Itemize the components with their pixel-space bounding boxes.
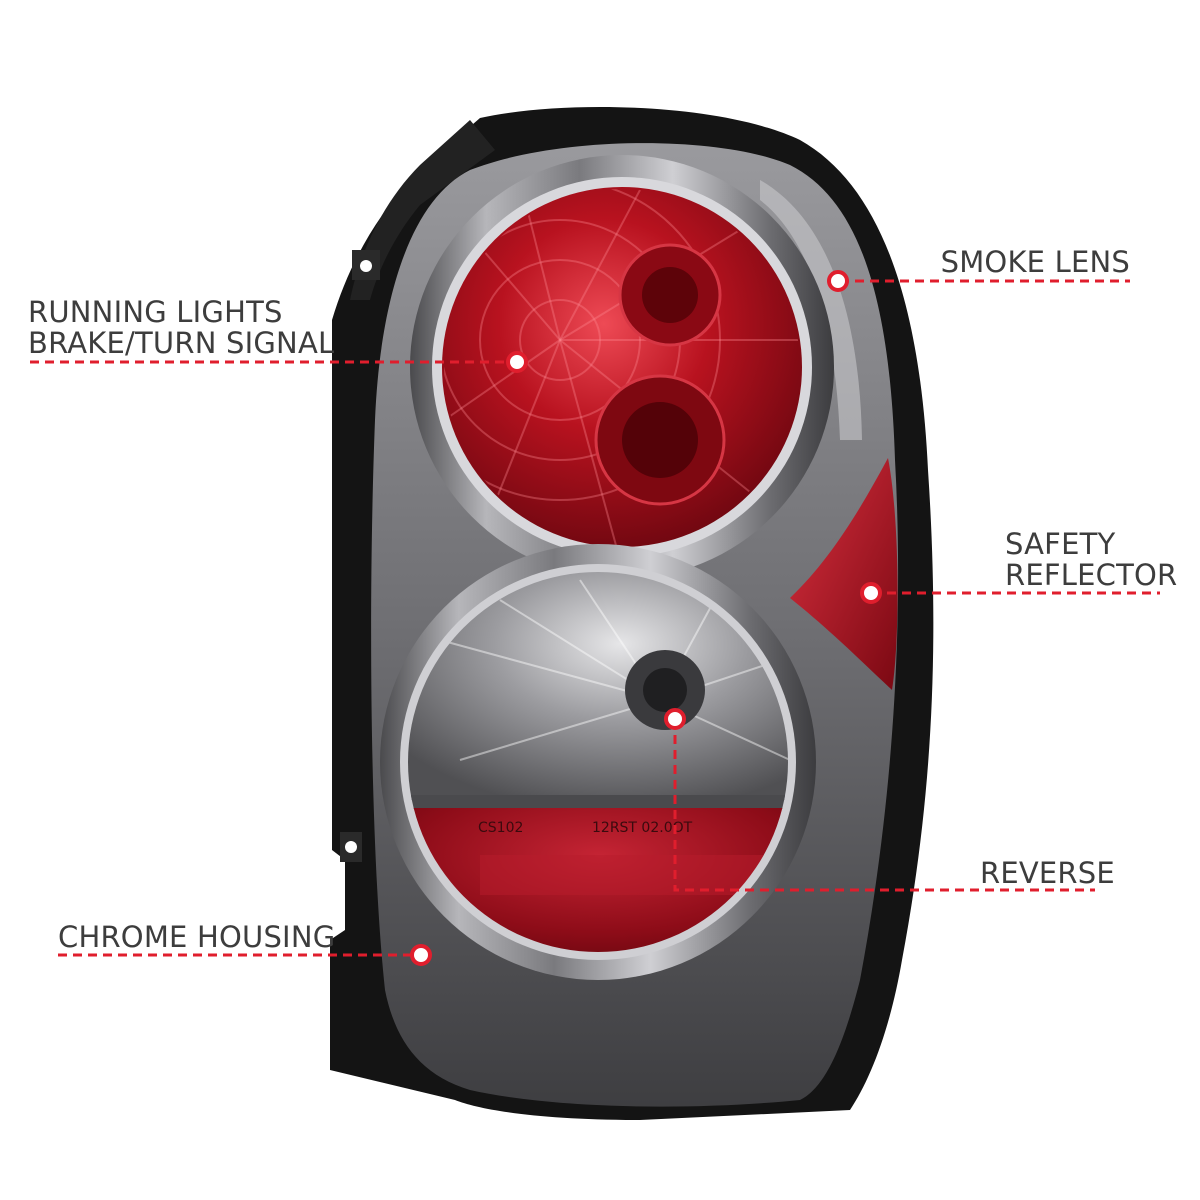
label-running-lights-line1: RUNNING LIGHTS xyxy=(28,295,283,329)
label-reverse: REVERSE xyxy=(980,858,1115,889)
dot-safety-reflector xyxy=(860,582,882,604)
label-smoke-lens-line1: SMOKE LENS xyxy=(940,245,1130,279)
smoke-highlight xyxy=(760,180,862,440)
label-safety-reflector-line2: REFLECTOR xyxy=(1005,558,1178,592)
lamp-code-right: 12RST 02.0OT xyxy=(592,820,693,836)
mounting-flange xyxy=(350,120,495,300)
label-running-lights-line2: BRAKE/TURN SIGNAL xyxy=(28,326,335,360)
label-running-lights: RUNNING LIGHTS BRAKE/TURN SIGNAL xyxy=(28,297,334,359)
dot-running-lights xyxy=(506,351,528,373)
upper-lens-facets xyxy=(444,189,800,545)
safety-reflector xyxy=(790,458,898,690)
dot-reverse xyxy=(664,708,686,730)
label-reverse-line1: REVERSE xyxy=(980,856,1115,890)
mounting-hole-top xyxy=(360,260,372,272)
label-safety-reflector: SAFETY REFLECTOR xyxy=(1005,529,1177,591)
dot-smoke-lens xyxy=(827,270,849,292)
label-chrome-housing: CHROME HOUSING xyxy=(58,922,335,953)
dot-chrome-housing xyxy=(410,944,432,966)
lens-divider xyxy=(408,795,788,809)
leader-reverse xyxy=(673,720,1095,892)
label-safety-reflector-line1: SAFETY xyxy=(1005,527,1116,561)
label-chrome-housing-line1: CHROME HOUSING xyxy=(58,920,336,954)
mounting-hole-bottom xyxy=(345,841,357,853)
lamp-code-left: CS102 xyxy=(478,820,523,836)
label-smoke-lens: SMOKE LENS xyxy=(941,247,1130,278)
